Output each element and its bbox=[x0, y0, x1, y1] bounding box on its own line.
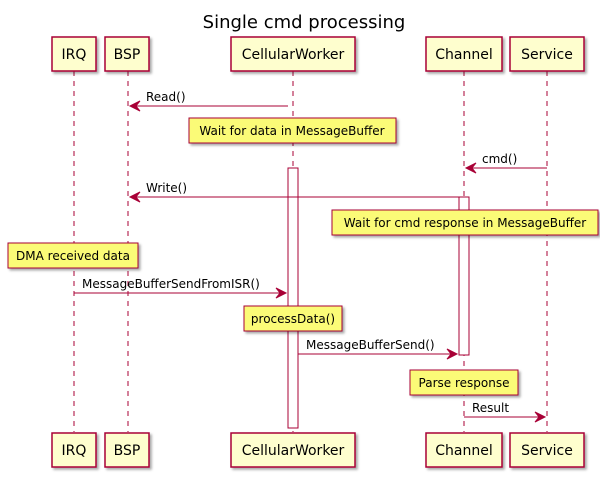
participant-label-bsp: BSP bbox=[114, 47, 141, 63]
participant-box-irq bbox=[51, 36, 97, 72]
note-box-parse bbox=[409, 369, 519, 396]
note-box-wait-data bbox=[188, 117, 397, 144]
participant-box-cellularworker-bottom bbox=[230, 432, 356, 468]
message-label-result: Result bbox=[472, 401, 509, 415]
participant-box-service bbox=[509, 36, 585, 72]
message-label-write: Write() bbox=[146, 181, 187, 195]
participant-box-irq-bottom bbox=[51, 432, 97, 468]
diagram-title: Single cmd processing bbox=[203, 12, 406, 33]
participant-label-service: Service bbox=[521, 47, 573, 63]
participant-labels-top: IRQ BSP CellularWorker Channel Service bbox=[62, 47, 573, 63]
message-label-sendfromisr: MessageBufferSendFromISR() bbox=[82, 277, 260, 291]
participant-box-service-bottom bbox=[509, 432, 585, 468]
note-text-wait-cmd: Wait for cmd response in MessageBuffer bbox=[344, 216, 586, 230]
activations bbox=[287, 167, 470, 429]
notes bbox=[7, 117, 599, 396]
note-labels: Wait for data in MessageBuffer Wait for … bbox=[16, 124, 586, 390]
participant-label-irq: IRQ bbox=[62, 47, 87, 63]
participant-label-channel: Channel bbox=[435, 47, 492, 63]
message-label-read: Read() bbox=[146, 90, 186, 104]
participant-label-cellularworker: CellularWorker bbox=[242, 47, 345, 63]
participant-box-cellularworker bbox=[230, 36, 356, 72]
note-text-processdata: processData() bbox=[251, 312, 335, 326]
arrowhead-sendfromisr bbox=[275, 287, 288, 299]
arrowhead-buffersend bbox=[446, 348, 459, 360]
participants-bottom bbox=[51, 432, 585, 468]
participant-box-channel bbox=[425, 36, 503, 72]
note-text-wait-data: Wait for data in MessageBuffer bbox=[199, 124, 384, 138]
participant-box-bsp bbox=[104, 36, 150, 72]
activation-channel bbox=[458, 196, 470, 356]
activation-cellularworker bbox=[287, 167, 299, 429]
participant-label-irq-bottom: IRQ bbox=[62, 443, 87, 459]
participant-label-service-bottom: Service bbox=[521, 443, 573, 459]
arrowhead-cmd bbox=[464, 162, 477, 174]
participants-top bbox=[51, 36, 585, 72]
arrowhead-read bbox=[128, 100, 141, 112]
participant-label-bsp-bottom: BSP bbox=[114, 443, 141, 459]
participant-labels-bottom: IRQ BSP CellularWorker Channel Service bbox=[62, 443, 573, 459]
note-text-parse: Parse response bbox=[419, 376, 510, 390]
participant-label-cellularworker-bottom: CellularWorker bbox=[242, 443, 345, 459]
arrowhead-write bbox=[128, 191, 141, 203]
note-box-processdata bbox=[243, 305, 343, 332]
message-label-buffersend: MessageBufferSend() bbox=[306, 338, 435, 352]
message-label-cmd: cmd() bbox=[482, 152, 517, 166]
note-text-dma: DMA received data bbox=[16, 249, 130, 263]
note-box-wait-cmd bbox=[331, 209, 599, 236]
arrowhead-result bbox=[534, 411, 547, 423]
participant-box-bsp-bottom bbox=[104, 432, 150, 468]
messages bbox=[74, 100, 547, 423]
participant-box-channel-bottom bbox=[425, 432, 503, 468]
message-labels: Read() cmd() Write() MessageBufferSendFr… bbox=[82, 90, 517, 415]
participant-label-channel-bottom: Channel bbox=[435, 443, 492, 459]
note-box-dma bbox=[7, 242, 139, 269]
